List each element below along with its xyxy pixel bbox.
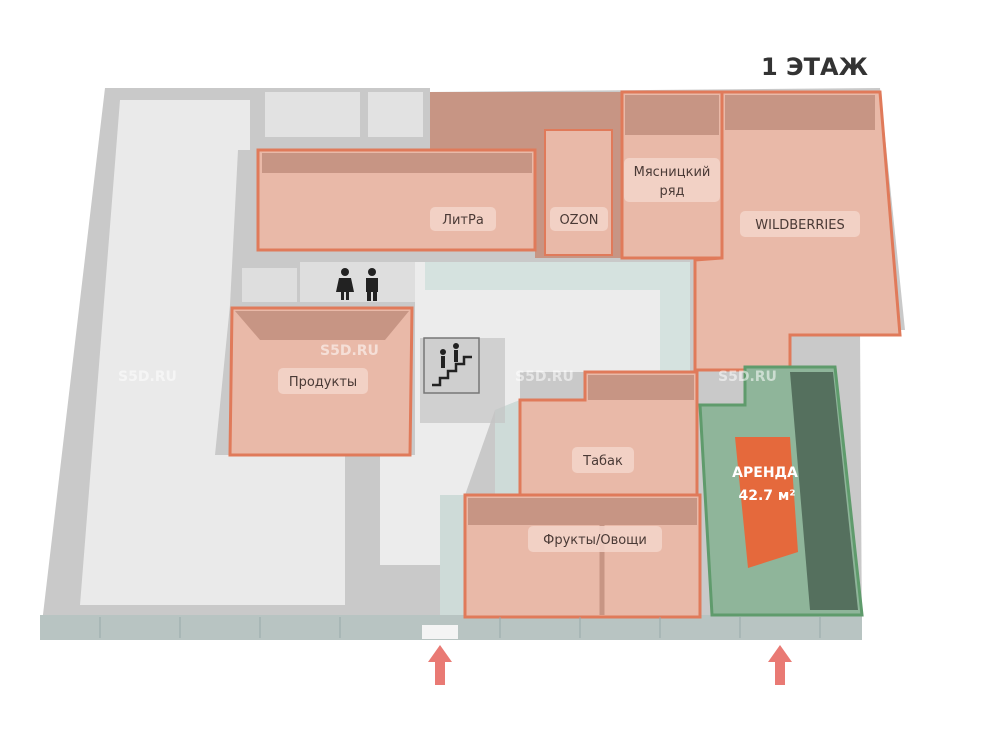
floor-title: 1 ЭТАЖ bbox=[761, 53, 869, 81]
rent-label: АРЕНДА bbox=[732, 465, 798, 481]
watermark: S5D.RU bbox=[515, 369, 574, 385]
room-frukty-ovoshchi[interactable] bbox=[463, 493, 702, 619]
glass-partition bbox=[425, 262, 690, 290]
room-myasnitsky-wall bbox=[625, 95, 719, 135]
restroom bbox=[242, 268, 297, 302]
room-tabak-wall bbox=[588, 375, 694, 400]
rent-area: 42.7 м² bbox=[739, 488, 796, 504]
room-label-produkty: Продукты bbox=[289, 375, 357, 390]
restroom bbox=[300, 262, 415, 302]
rent-zone-wall bbox=[790, 372, 858, 610]
room-produkty-wall bbox=[235, 311, 409, 340]
room-wildberries-wall bbox=[725, 95, 875, 130]
glass-partition bbox=[440, 495, 465, 615]
room-ozon[interactable] bbox=[544, 129, 613, 256]
restroom-icon bbox=[336, 268, 378, 301]
entrance-door[interactable] bbox=[422, 625, 458, 639]
stairs-icon bbox=[423, 337, 480, 394]
watermark: S5D.RU bbox=[718, 369, 777, 385]
glass-partition bbox=[660, 290, 690, 372]
room-label-ozon: OZON bbox=[559, 213, 598, 228]
watermark: S5D.RU bbox=[118, 369, 177, 385]
room-frukty-wall bbox=[468, 498, 697, 525]
room-litra-wall bbox=[262, 153, 532, 173]
storage-room bbox=[368, 92, 423, 137]
storefront-glass bbox=[99, 617, 821, 638]
room-label-myasnitsky-2: ряд bbox=[659, 184, 684, 199]
room-label-tabak: Табак bbox=[582, 454, 623, 469]
room-label-litra: ЛитРа bbox=[442, 213, 484, 228]
storage-room bbox=[265, 92, 360, 137]
room-label-wildberries: WILDBERRIES bbox=[755, 218, 844, 233]
watermark: S5D.RU bbox=[320, 343, 379, 359]
entrance-arrow-icon bbox=[428, 645, 452, 685]
room-label-myasnitsky-1: Мясницкий bbox=[634, 165, 711, 180]
entrance-arrow-icon bbox=[768, 645, 792, 685]
rent-badge bbox=[735, 437, 798, 568]
glass-partition bbox=[495, 400, 520, 495]
room-label-frukty: Фрукты/Овощи bbox=[543, 533, 647, 548]
left-hall bbox=[80, 100, 345, 605]
